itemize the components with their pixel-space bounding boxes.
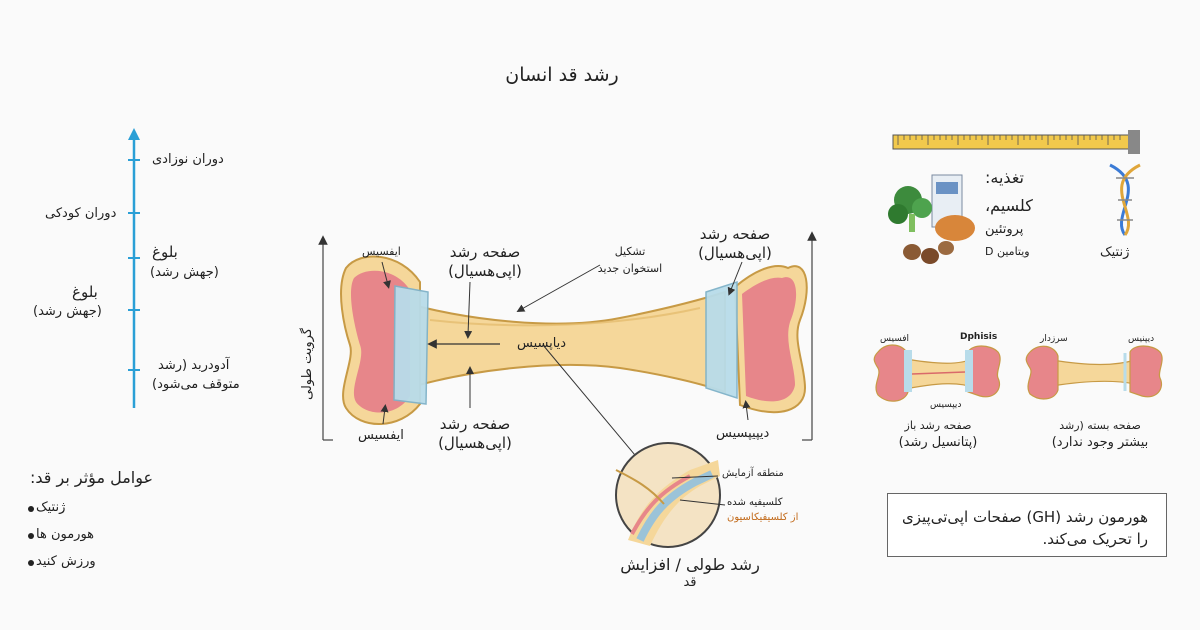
vertical-growth-label: گرویت طولی [300,327,315,400]
zoom-label-calcified: کلسیفیه شده [727,497,783,508]
open-plate-caption-2: (پتانسیل رشد) [898,435,978,450]
label-plate-right-2: (اپی‌هسیال) [698,244,772,262]
nutrition-calcium: کلسیم، [985,196,1033,215]
open-plate-label-c: دیپسیس [930,400,962,410]
zoom-label-calcification: از کلسیفیکاسیون [727,512,799,523]
closed-plate-caption-1: صفحه بسته (رشد [1059,419,1141,432]
factors-heading: عوامل مؤثر بر قد: [30,468,154,487]
gh-note-line-1: هورمون رشد (GH) صفحات اپی‌تی‌پیزی [901,508,1148,526]
factor-item-label: هورمون ها [36,527,95,542]
timeline-label-adult-sub: متوقف می‌شود) [152,377,240,392]
label-epiphysis-top: ایفسیس [362,245,401,258]
timeline-label-newborn: دوران نوزادی [152,152,224,167]
closed-plate-label-a: سرزدار [1040,334,1068,344]
timeline-label-puberty-right-sub: (جهش رشد) [150,265,219,280]
closed-plate-caption-2: بیشتر وجود ندارد) [1051,435,1149,450]
label-plate-bottom-1: صفحه رشد [439,415,511,433]
timeline-label-childhood: دوران کودکی [45,206,117,221]
label-plate-right-1: صفحه رشد [699,225,771,243]
label-plate-top-2: (اپی‌هسیال) [448,262,522,280]
measuring-tape-icon [892,130,1140,154]
open-plate-bone [873,344,1001,402]
timeline-axis [128,128,140,408]
bullet-icon [28,506,34,512]
factor-item-label: ژنتیک [36,500,66,515]
gh-note-box: هورمون رشد (GH) صفحات اپی‌تی‌پیزی را تحر… [887,493,1167,557]
label-new-bone-1: تشکیل [614,245,646,258]
nutrition-protein: پروتئین [985,222,1024,237]
label-plate-top-1: صفحه رشد [449,243,521,261]
open-plate-label-b: Dphisis [960,332,998,342]
closed-plate-label-b: دیپنیس [1128,334,1155,344]
label-plate-bottom-2: (اپی‌هسیال) [438,434,512,452]
open-plate-caption-1: صفحه رشد باز [904,419,972,432]
nutrition-heading: تغذیه: [985,168,1024,187]
gh-note-text: هورمون رشد (GH) صفحات اپی‌تی‌پیزی را تحر… [902,506,1148,550]
page-title: رشد قد انسان [505,64,619,86]
timeline-label-puberty-right: بلوغ [152,243,178,261]
label-new-bone-2: استخوان جدید [597,262,663,275]
food-group-icon [888,174,975,264]
factor-item: ورزش کنید [28,554,96,569]
open-plate-label-a: افسیس [880,334,910,344]
long-bone [340,255,808,425]
timeline-label-adult: آدودربد (رشد [158,358,230,373]
bullet-icon [28,533,34,539]
label-epiphysis-bottom: ایفسیس [358,428,404,443]
zoom-label-testing: منطقه آزمایش [722,468,784,479]
label-diaphysis-right: دیپیپسیس [716,426,770,441]
genetics-label: ژنتیک [1100,245,1130,260]
dna-icon [1109,163,1141,236]
zoom-detail [615,442,726,548]
factor-item: هورمون ها [28,527,95,542]
factor-item: ژنتیک [28,500,66,515]
label-diaphysis: دیاپسیس [517,336,567,351]
zoom-caption-2: قد [683,575,697,590]
factor-item-label: ورزش کنید [36,554,96,569]
closed-plate-bone [1025,345,1163,400]
timeline-label-puberty-left-sub: (جهش رشد) [33,304,102,319]
gh-note-line-2: را تحریک می‌کند. [1042,530,1148,548]
nutrition-vitamin: ویتامین D [985,245,1030,258]
bone-height-brackets [318,231,817,441]
bullet-icon [28,560,34,566]
timeline-label-puberty-left: بلوغ [72,283,98,301]
zoom-caption-1: رشد طولی / افزایش [620,555,760,574]
